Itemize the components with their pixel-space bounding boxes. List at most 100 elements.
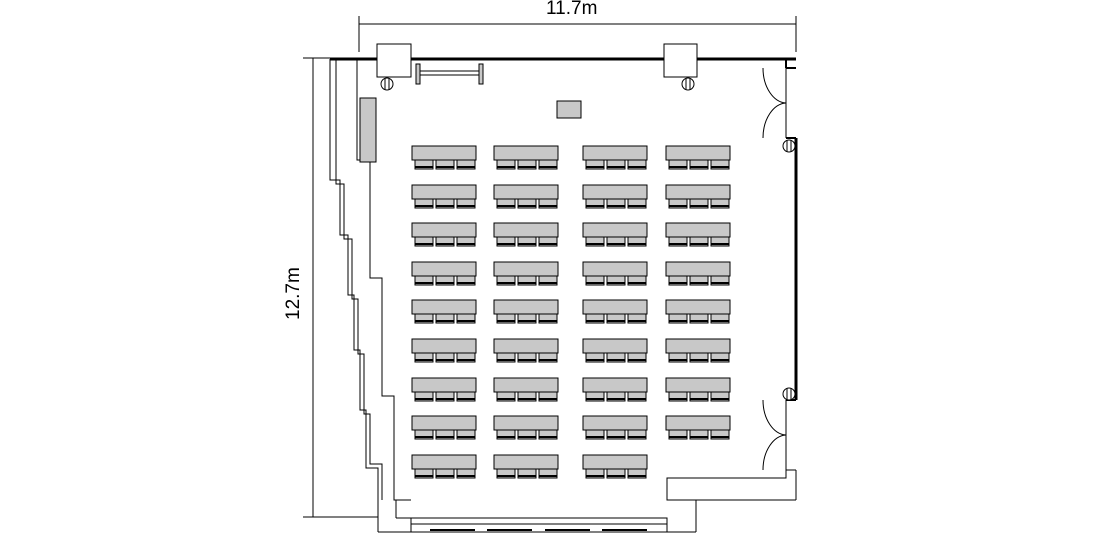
chair — [689, 275, 709, 286]
chair — [627, 236, 647, 247]
outlet-icon — [782, 387, 796, 401]
chair — [606, 159, 626, 170]
desk-unit — [665, 299, 731, 324]
chair — [668, 198, 688, 209]
width-dimension-line — [358, 16, 797, 52]
chair — [517, 159, 537, 170]
table — [665, 338, 731, 354]
chair — [435, 429, 455, 440]
chair — [585, 391, 605, 402]
chair — [517, 313, 537, 324]
chair — [585, 198, 605, 209]
chair — [435, 468, 455, 479]
desk-unit — [582, 338, 648, 363]
chair — [668, 352, 688, 363]
chair — [538, 352, 558, 363]
chair — [538, 313, 558, 324]
chair — [414, 236, 434, 247]
desk-unit — [582, 415, 648, 440]
outlet-icon — [782, 139, 796, 153]
chair — [435, 236, 455, 247]
desk-unit — [411, 299, 477, 324]
table — [493, 261, 559, 277]
chair — [414, 468, 434, 479]
table — [582, 184, 648, 200]
chair — [710, 429, 730, 440]
chair — [606, 429, 626, 440]
chair — [710, 391, 730, 402]
table — [582, 145, 648, 161]
chair — [627, 275, 647, 286]
chair — [585, 313, 605, 324]
chair — [627, 352, 647, 363]
desk-unit — [493, 377, 559, 402]
chair — [585, 275, 605, 286]
chair — [606, 236, 626, 247]
desk-unit — [411, 415, 477, 440]
pillar-left — [376, 43, 412, 78]
chair — [456, 391, 476, 402]
desk-unit — [582, 454, 648, 479]
chair — [606, 352, 626, 363]
pillar-right — [663, 43, 698, 78]
chair — [627, 391, 647, 402]
chair — [496, 198, 516, 209]
chair — [668, 391, 688, 402]
desk-unit — [411, 454, 477, 479]
chair — [606, 391, 626, 402]
chair — [585, 236, 605, 247]
chair — [710, 159, 730, 170]
width-dimension-label: 11.7m — [546, 0, 598, 19]
chair — [414, 352, 434, 363]
chair — [689, 352, 709, 363]
chair — [668, 236, 688, 247]
chair — [456, 275, 476, 286]
door-lower — [762, 399, 787, 471]
lectern — [556, 100, 582, 119]
chair — [585, 352, 605, 363]
bottom-wall — [377, 499, 696, 533]
chair — [414, 313, 434, 324]
table — [493, 338, 559, 354]
chair — [606, 198, 626, 209]
desk-unit — [665, 222, 731, 247]
desk-unit — [665, 145, 731, 170]
chair — [496, 391, 516, 402]
table — [582, 338, 648, 354]
desk-unit — [411, 377, 477, 402]
chair — [585, 468, 605, 479]
desk-unit — [411, 261, 477, 286]
chair — [627, 468, 647, 479]
chair — [627, 159, 647, 170]
chair — [668, 313, 688, 324]
height-dimension-label: 12.7m — [283, 267, 304, 320]
chair — [496, 429, 516, 440]
table — [411, 222, 477, 238]
chair — [414, 198, 434, 209]
desk-unit — [582, 184, 648, 209]
desk-unit — [411, 222, 477, 247]
table — [411, 338, 477, 354]
chair — [538, 391, 558, 402]
chair — [538, 429, 558, 440]
table — [411, 184, 477, 200]
chair — [414, 275, 434, 286]
chair — [435, 198, 455, 209]
chair — [710, 313, 730, 324]
chair — [517, 275, 537, 286]
chair — [517, 391, 537, 402]
chair — [414, 429, 434, 440]
chair — [627, 198, 647, 209]
chair — [414, 391, 434, 402]
chair — [668, 429, 688, 440]
table — [493, 299, 559, 315]
chair — [585, 159, 605, 170]
desk-unit — [582, 222, 648, 247]
chair — [585, 429, 605, 440]
desk-unit — [493, 454, 559, 479]
table — [493, 377, 559, 393]
table — [665, 377, 731, 393]
chair — [435, 313, 455, 324]
table — [665, 415, 731, 431]
